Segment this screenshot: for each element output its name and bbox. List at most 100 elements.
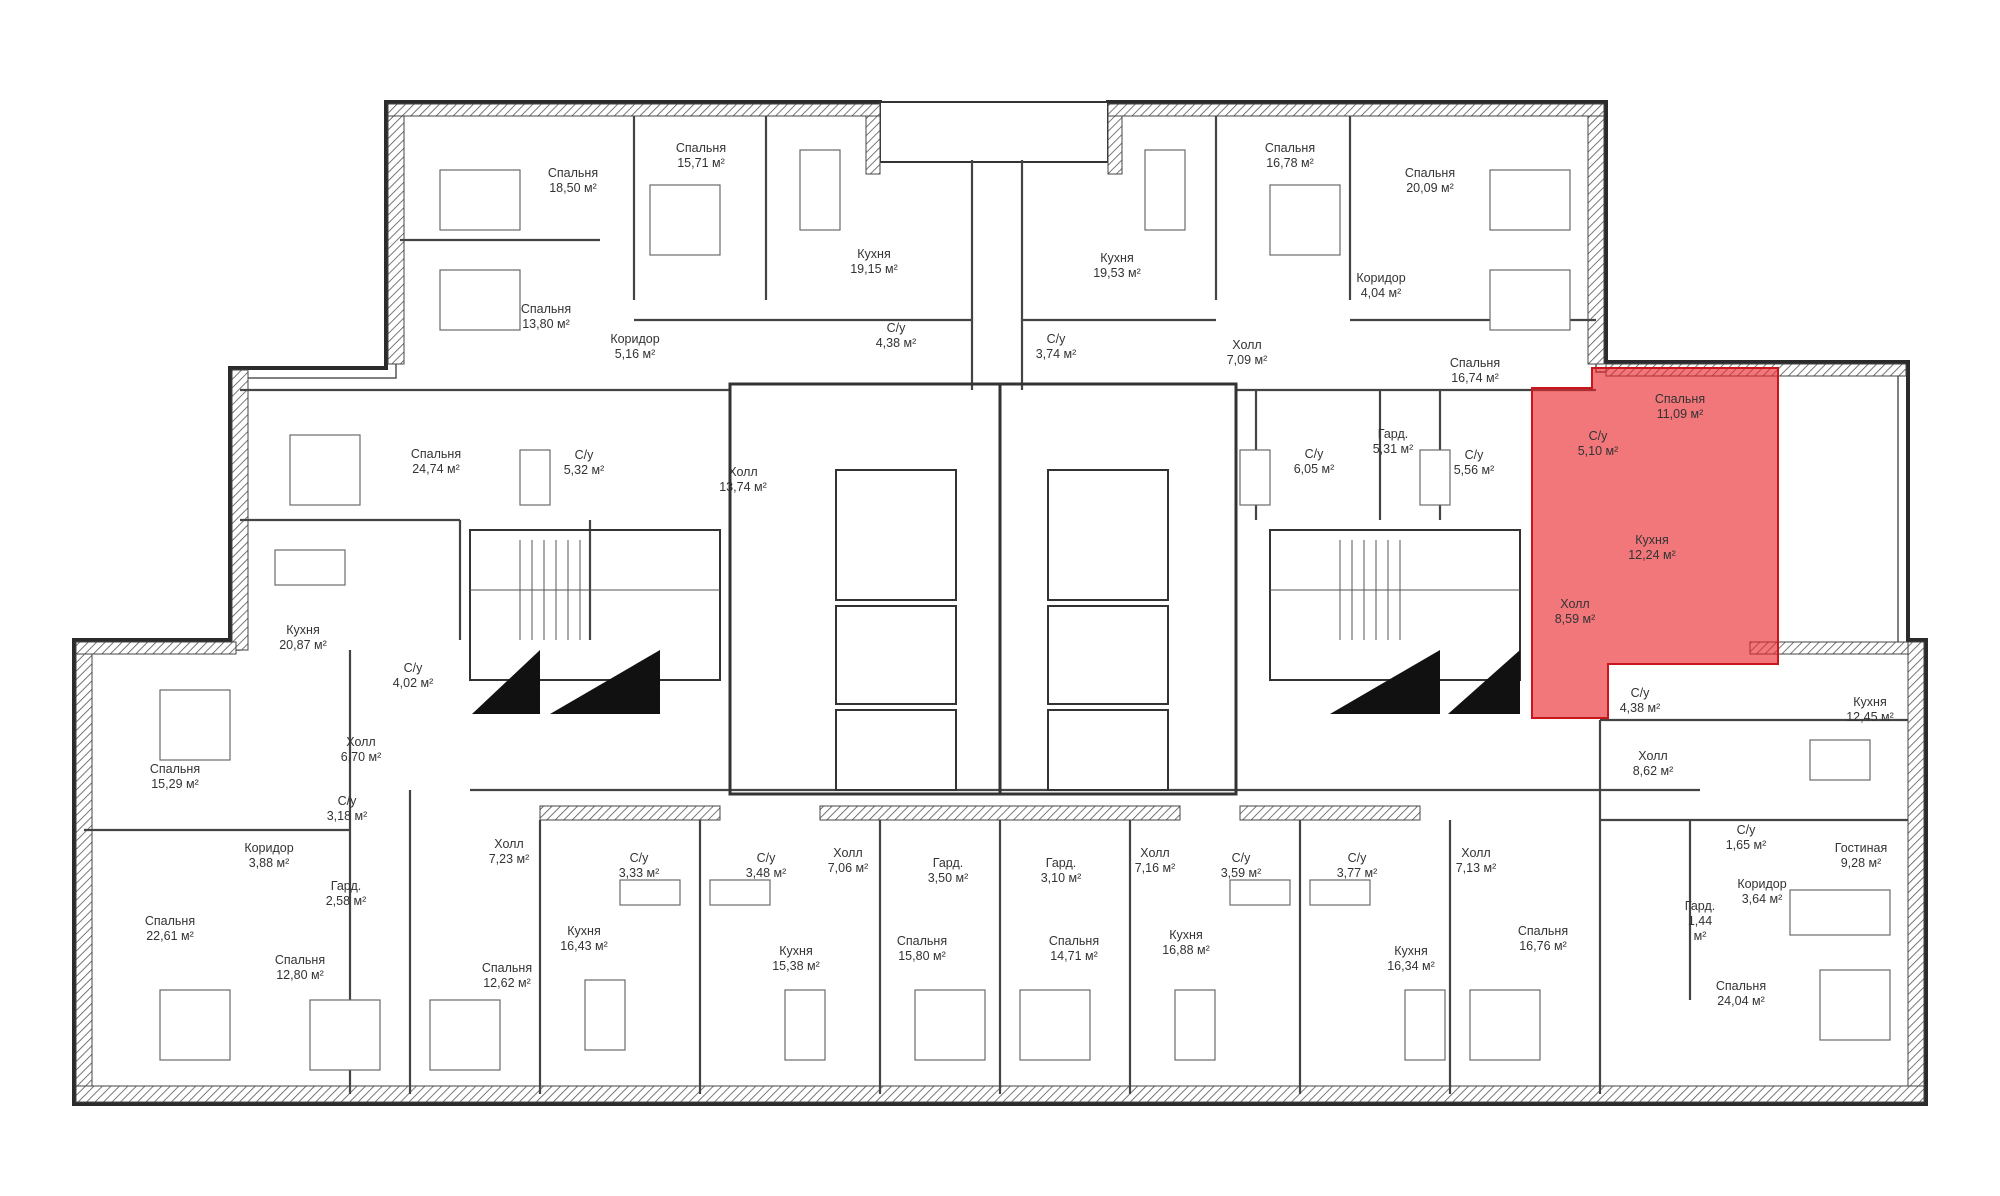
bathtub <box>1309 879 1371 906</box>
room-r06-area: 20,09 м² <box>1406 181 1454 195</box>
room-r21-name: С/у <box>1589 429 1609 443</box>
bed <box>159 989 231 1061</box>
wall-hatch <box>819 805 1181 821</box>
room-r12-area: 4,04 м² <box>1361 286 1402 300</box>
loggia <box>879 101 1109 163</box>
room-r18-name: Гард. <box>1378 427 1408 441</box>
wall-hatch <box>1107 103 1605 117</box>
room-r43-area: 14,71 м² <box>1050 949 1098 963</box>
room-r25-area: 4,02 м² <box>393 676 434 690</box>
room-r52-name: Кухня <box>1853 695 1886 709</box>
room-r12-name: Коридор <box>1356 271 1405 285</box>
room-r55-name: Гостиная <box>1835 841 1887 855</box>
wall-hatch <box>1907 641 1925 1103</box>
room-r26-name: Холл <box>346 735 375 749</box>
room-r35-area: 3,33 м² <box>619 866 660 880</box>
room-r56-name: Коридор <box>1737 877 1786 891</box>
room-r45-area: 16,88 м² <box>1162 943 1210 957</box>
dining-table <box>1404 989 1446 1061</box>
lift-shaft <box>1047 469 1169 601</box>
room-r33-area: 7,23 м² <box>489 852 530 866</box>
stair-right <box>1269 529 1521 714</box>
room-r23-name: Холл <box>1560 597 1589 611</box>
room-r20-name: Спальня <box>1655 392 1705 406</box>
bed <box>289 434 361 506</box>
wall-hatch <box>1587 103 1605 365</box>
room-r34-name: Спальня <box>482 961 532 975</box>
room-r05-name: Спальня <box>1265 141 1315 155</box>
room-r29-name: Коридор <box>244 841 293 855</box>
room-r04-name: Кухня <box>1100 251 1133 265</box>
room-r07-name: Спальня <box>521 302 571 316</box>
room-r34-area: 12,62 м² <box>483 976 531 990</box>
bathtub <box>519 449 551 506</box>
room-r38-area: 15,38 м² <box>772 959 820 973</box>
dining-table <box>584 979 626 1051</box>
room-r32-name: Спальня <box>275 953 325 967</box>
room-r06-name: Спальня <box>1405 166 1455 180</box>
bed <box>309 999 381 1071</box>
room-r27-area: 15,29 м² <box>151 777 199 791</box>
room-r08-name: Коридор <box>610 332 659 346</box>
room-r08-area: 5,16 м² <box>615 347 656 361</box>
dining-table <box>799 149 841 231</box>
wall-hatch <box>75 641 237 655</box>
bathtub <box>709 879 771 906</box>
room-r52-area: 12,45 м² <box>1846 710 1894 724</box>
lift-shaft <box>835 469 957 601</box>
room-r53-area: 8,62 м² <box>1633 764 1674 778</box>
room-r32-area: 12,80 м² <box>276 968 324 982</box>
room-r43-name: Спальня <box>1049 934 1099 948</box>
bathtub <box>1239 449 1271 506</box>
room-r44-area: 7,16 м² <box>1135 861 1176 875</box>
bathtub <box>1419 449 1451 506</box>
room-r54-name: С/у <box>1737 823 1757 837</box>
room-r57-area: 1,44 <box>1688 914 1712 928</box>
room-r28-name: С/у <box>338 794 358 808</box>
room-r37-area: 16,43 м² <box>560 939 608 953</box>
room-r57-unit: м² <box>1694 929 1707 943</box>
dining-table <box>1809 739 1871 781</box>
room-r15-area: 5,32 м² <box>564 463 605 477</box>
room-r42-name: Гард. <box>1046 856 1076 870</box>
room-r58-area: 24,04 м² <box>1717 994 1765 1008</box>
room-r17-name: С/у <box>1305 447 1325 461</box>
room-r53-name: Холл <box>1638 749 1667 763</box>
bed <box>1819 969 1891 1041</box>
lift-shaft <box>835 605 957 705</box>
wall-pier <box>1107 113 1123 175</box>
room-r23-area: 8,59 м² <box>1555 612 1596 626</box>
room-r07-area: 13,80 м² <box>522 317 570 331</box>
bed <box>914 989 986 1061</box>
room-r17-area: 6,05 м² <box>1294 462 1335 476</box>
room-r30-area: 2,58 м² <box>326 894 367 908</box>
room-r13-name: Спальня <box>1450 356 1500 370</box>
room-r31-area: 22,61 м² <box>146 929 194 943</box>
room-r30-name: Гард. <box>331 879 361 893</box>
bed <box>1489 169 1571 231</box>
room-r09-area: 4,38 м² <box>876 336 917 350</box>
selected-apartment-highlight[interactable] <box>1531 367 1779 719</box>
room-r49-name: Кухня <box>1394 944 1427 958</box>
room-r01-area: 18,50 м² <box>549 181 597 195</box>
room-r22-area: 12,24 м² <box>1628 548 1676 562</box>
room-r16-area: 13,74 м² <box>719 480 767 494</box>
room-r36-name: С/у <box>757 851 777 865</box>
room-r57-name: Гард. <box>1685 899 1715 913</box>
room-r18-area: 5,31 м² <box>1373 442 1414 456</box>
room-r54-area: 1,65 м² <box>1726 838 1767 852</box>
room-r58-name: Спальня <box>1716 979 1766 993</box>
bathtub <box>1229 879 1291 906</box>
room-r11-name: Холл <box>1232 338 1261 352</box>
room-r19-area: 5,56 м² <box>1454 463 1495 477</box>
room-r31-name: Спальня <box>145 914 195 928</box>
furniture <box>159 149 1891 1071</box>
room-r33-name: Холл <box>494 837 523 851</box>
bed <box>439 269 521 331</box>
stair-left <box>469 529 721 714</box>
room-r51-area: 4,38 м² <box>1620 701 1661 715</box>
lift-shaft <box>1047 605 1169 705</box>
room-r28-area: 3,18 м² <box>327 809 368 823</box>
wall-hatch <box>75 641 93 1103</box>
room-r20-area: 11,09 м² <box>1657 407 1704 421</box>
